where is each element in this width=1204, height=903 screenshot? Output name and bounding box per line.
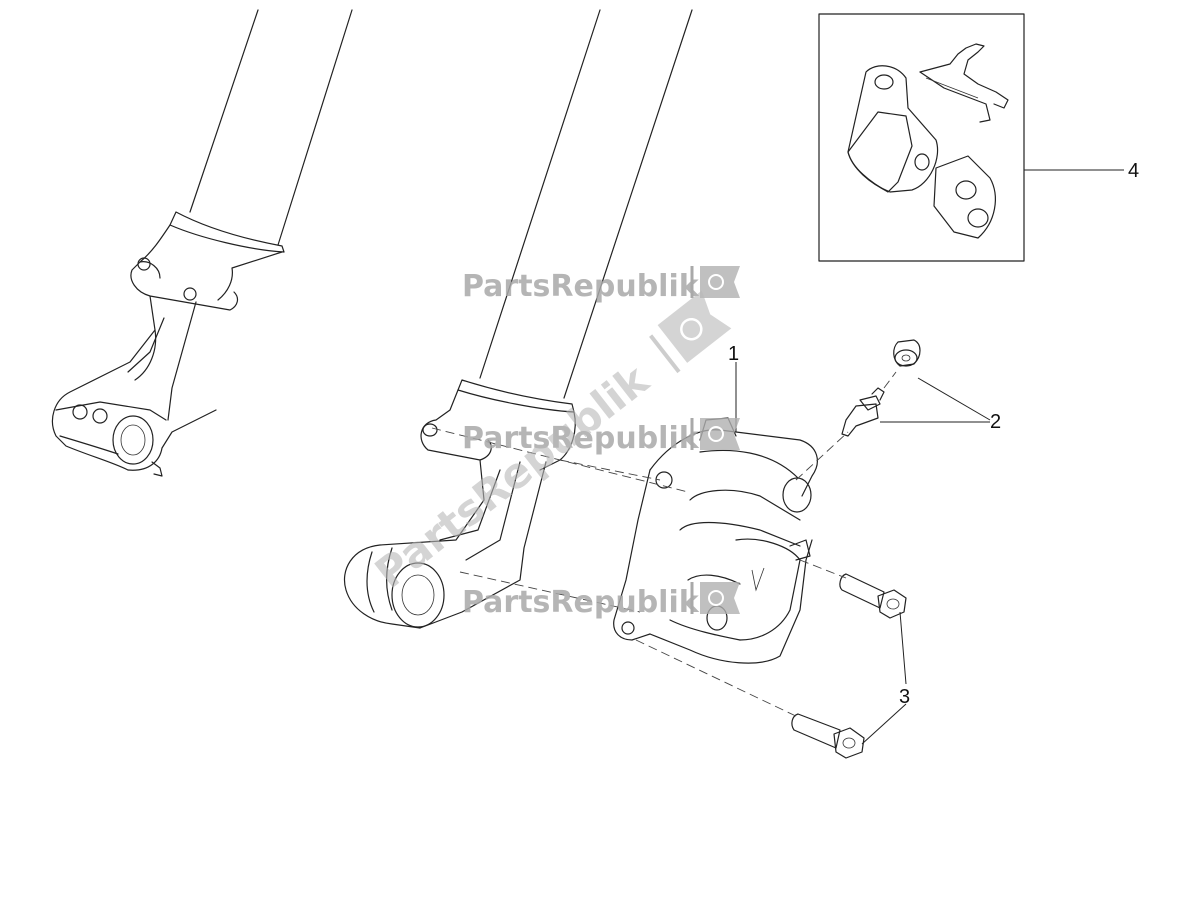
left-fork-leg xyxy=(51,9,353,477)
caliper-bolts xyxy=(791,573,907,759)
watermark-middle: PartsRepublik xyxy=(462,418,740,456)
flag-icon xyxy=(700,582,740,614)
gear-icon xyxy=(708,274,724,290)
watermark-text: PartsRepublik xyxy=(462,269,700,304)
callout-1: 1 xyxy=(728,343,739,365)
watermark-text: PartsRepublik xyxy=(462,585,700,620)
gear-icon xyxy=(680,317,703,341)
assembly-lines xyxy=(431,371,897,719)
watermark-top: PartsRepublik xyxy=(462,266,740,304)
bleed-screw xyxy=(841,339,921,437)
flag-icon xyxy=(657,290,732,363)
right-fork-leg xyxy=(344,9,693,629)
flag-icon xyxy=(700,418,740,450)
watermark-text: PartsRepublik xyxy=(366,355,658,598)
watermark-bottom: PartsRepublik xyxy=(462,582,740,620)
callout-3: 3 xyxy=(899,686,910,708)
watermark-text: PartsRepublik xyxy=(462,421,700,456)
pad-kit-frame xyxy=(818,13,1025,262)
callout-4: 4 xyxy=(1128,160,1139,182)
watermark-divider xyxy=(649,334,681,374)
flag-icon xyxy=(700,266,740,298)
gear-icon xyxy=(708,426,724,442)
brake-pad-kit xyxy=(818,13,1025,262)
leader-lines xyxy=(735,169,1124,745)
callout-2: 2 xyxy=(990,411,1001,433)
gear-icon xyxy=(708,590,724,606)
